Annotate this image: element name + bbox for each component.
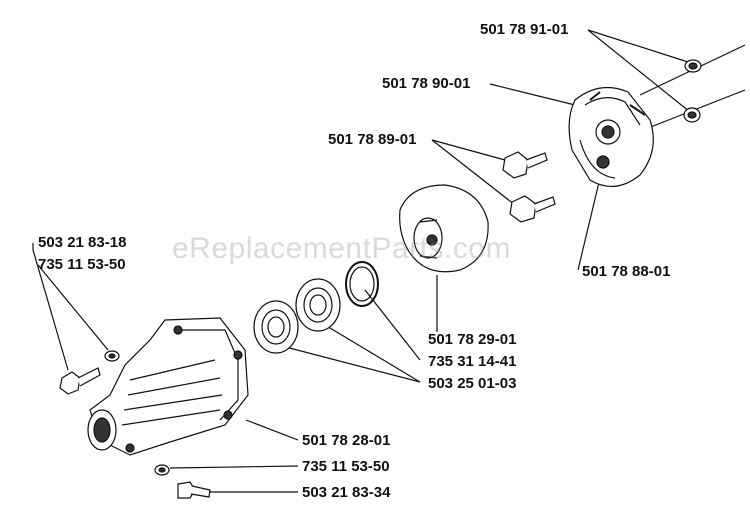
- washer-735-11-53-50-top: [104, 350, 120, 362]
- label-735-31-14-41: 735 31 14-41: [428, 353, 517, 370]
- label-501-78-29-01: 501 78 29-01: [428, 331, 517, 348]
- bearing-outer: [253, 300, 299, 354]
- circlip: [345, 261, 379, 307]
- clutch-drum: [399, 184, 489, 273]
- label-503-25-01-03: 503 25 01-03: [428, 375, 517, 392]
- clutch-housing: [87, 317, 249, 456]
- screw-503-21-83-18: [59, 367, 101, 395]
- label-501-78-91-01: 501 78 91-01: [480, 21, 569, 38]
- label-735-11-53-50-top: 735 11 53-50: [38, 256, 126, 273]
- clutch-assembly: [568, 86, 654, 187]
- label-501-78-28-01: 501 78 28-01: [302, 432, 391, 449]
- label-735-11-53-50-bottom: 735 11 53-50: [302, 458, 390, 475]
- nut-501-78-91-01-upper: [684, 59, 702, 73]
- bearing-inner: [295, 278, 341, 332]
- leader-lines: [32, 29, 691, 493]
- nut-501-78-91-01-lower: [683, 107, 701, 123]
- washer-735-11-53-50-bottom: [154, 464, 170, 476]
- bolt-501-78-89-01-upper: [502, 151, 548, 179]
- label-503-21-83-34: 503 21 83-34: [302, 484, 391, 501]
- label-501-78-90-01: 501 78 90-01: [382, 75, 471, 92]
- label-501-78-89-01: 501 78 89-01: [328, 131, 417, 148]
- label-503-21-83-18: 503 21 83-18: [38, 234, 127, 251]
- bolt-501-78-89-01-lower: [509, 195, 556, 223]
- watermark: eReplacementParts.com: [172, 232, 511, 265]
- screw-503-21-83-34: [177, 481, 211, 499]
- label-501-78-88-01: 501 78 88-01: [582, 263, 671, 280]
